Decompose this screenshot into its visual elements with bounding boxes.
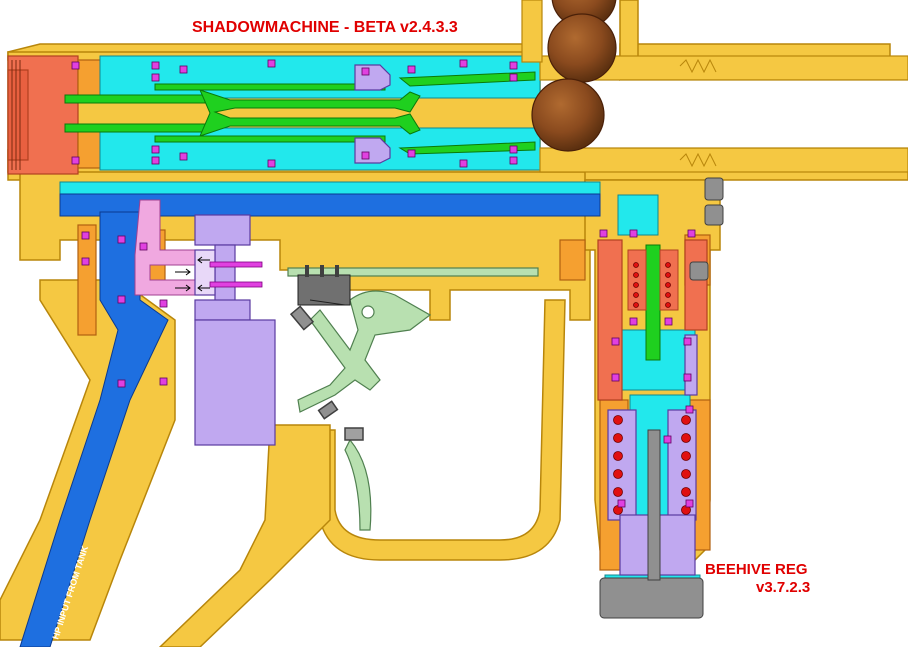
regulator-version: v3.7.2.3: [756, 579, 810, 596]
reg-gauge-plug: [599, 177, 724, 619]
rear-cap-threads: [11, 60, 21, 170]
diagram-title: SHADOWMACHINE - BETA v2.4.3.3: [192, 19, 458, 36]
trigger-springs: [289, 305, 364, 441]
regulator-label: BEEHIVE REG: [705, 561, 808, 578]
reg-springs: [613, 262, 691, 515]
reg-piston: [645, 244, 661, 361]
valve-flow-arrows: [175, 256, 210, 292]
bolt: [64, 71, 536, 155]
trigger-assembly: [287, 267, 539, 531]
barrel-springs: [679, 58, 717, 168]
valve-assembly: [194, 64, 698, 576]
paintballs: [531, 0, 617, 152]
low-pressure-path: [134, 199, 196, 296]
sear-block: [297, 265, 351, 306]
hp-air-path: [19, 193, 601, 647]
o-rings: [71, 59, 696, 508]
valve-ports: [209, 261, 263, 288]
paintball-middle: [547, 13, 617, 83]
reg-outer-spring-box: [627, 249, 679, 311]
rear-cap: [7, 55, 79, 175]
feed-neck: [521, 0, 543, 63]
paintball-chambered: [531, 78, 605, 152]
